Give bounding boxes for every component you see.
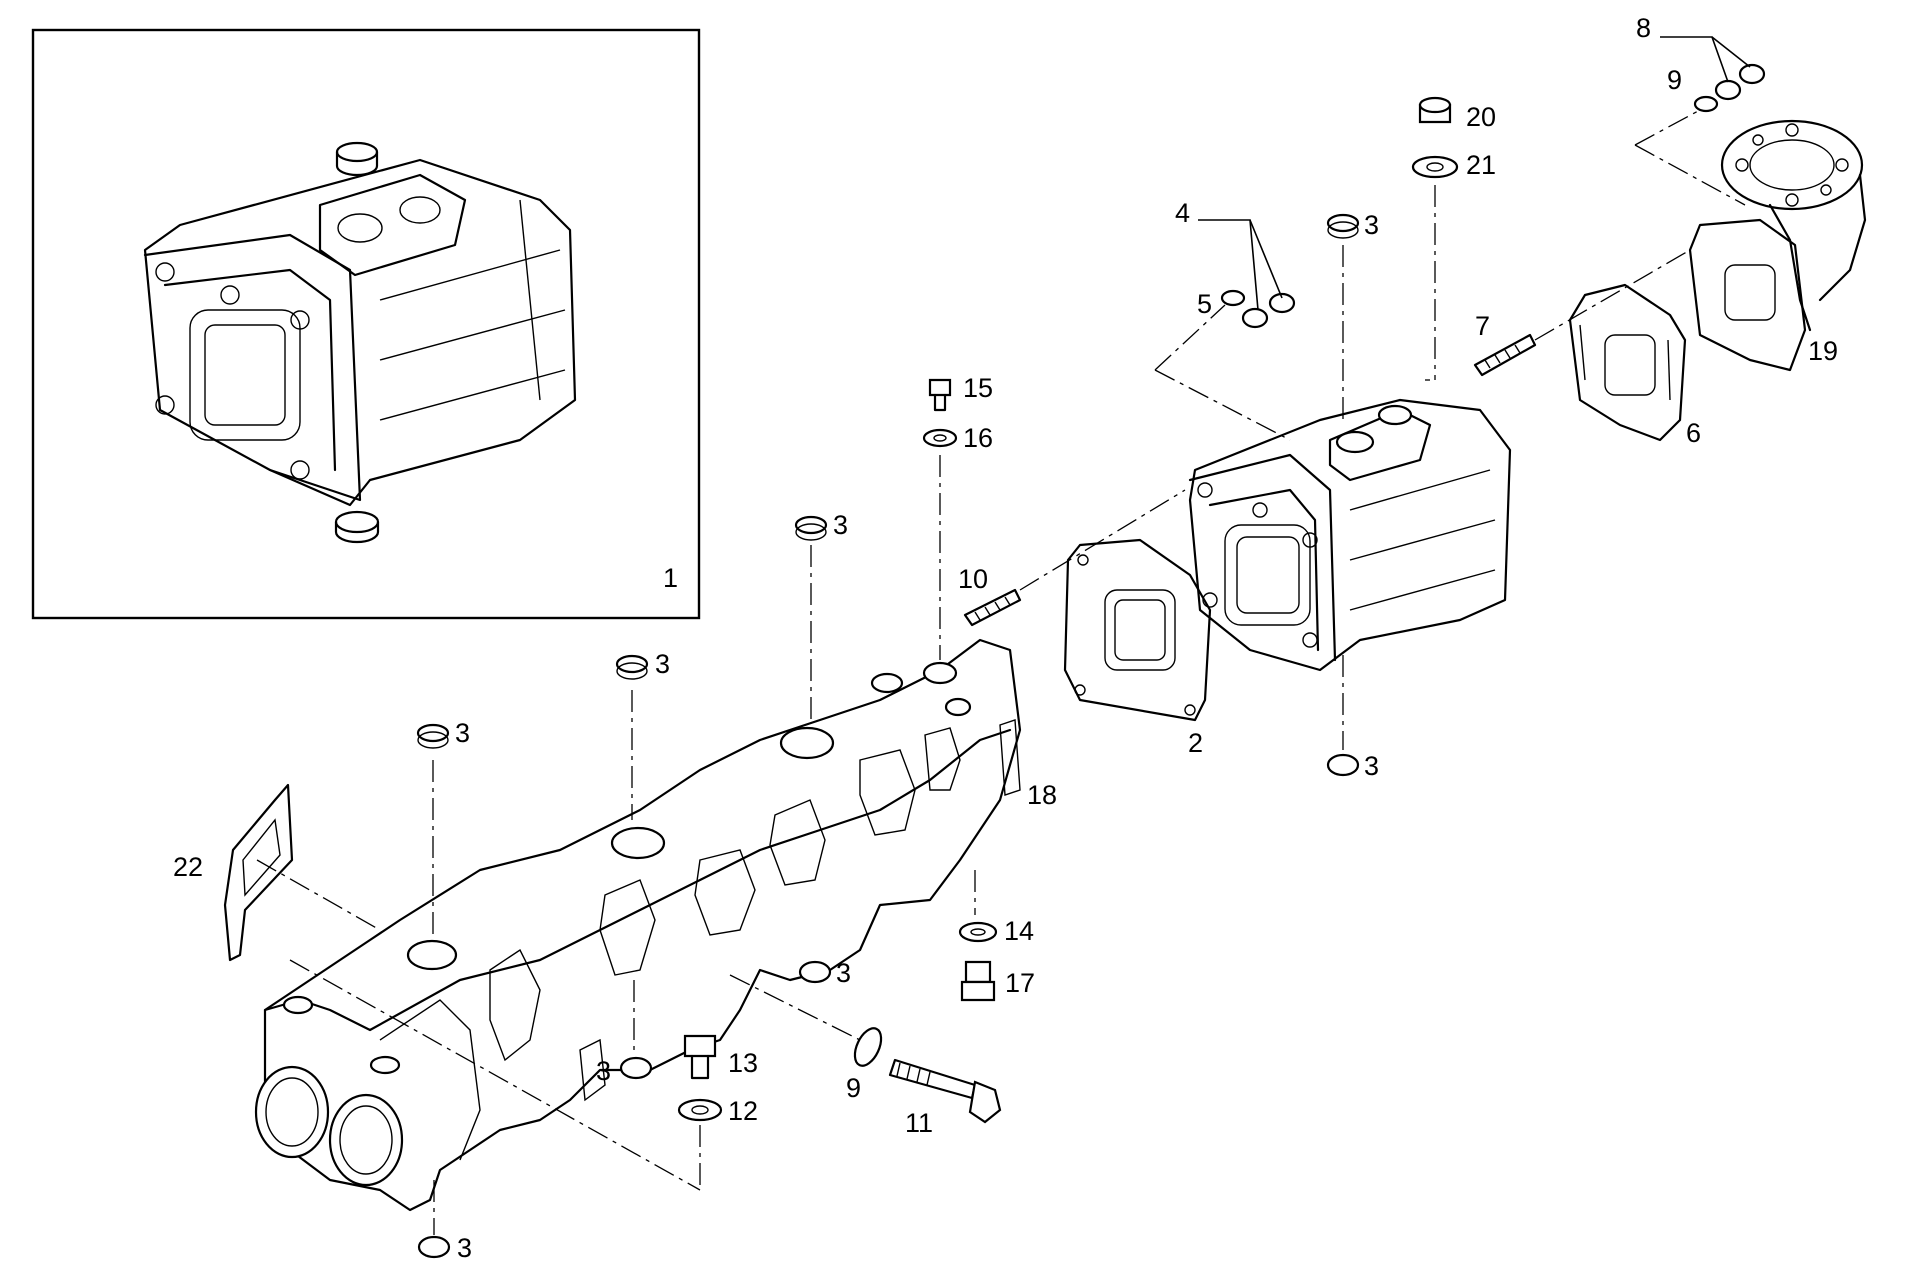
label-22: 22: [173, 852, 203, 882]
label-13: 13: [728, 1048, 758, 1078]
exhaust-manifold-18: [254, 638, 1022, 1212]
label-7: 7: [1475, 311, 1490, 341]
plug-20: [1418, 96, 1452, 124]
washer-5: [1220, 289, 1246, 307]
washer-16: [922, 428, 958, 448]
outlet-port-left: [254, 1065, 330, 1159]
label-16: 16: [963, 423, 993, 453]
outlet-port-right: [328, 1093, 404, 1187]
label-3-d: 3: [1364, 210, 1379, 240]
label-2: 2: [1188, 728, 1203, 758]
plug-3-c: [794, 515, 828, 541]
label-17: 17: [1005, 968, 1035, 998]
gasket-19: [1688, 218, 1807, 372]
label-18: 18: [1027, 780, 1057, 810]
label-9-upper: 9: [1667, 65, 1682, 95]
washer-14: [958, 921, 998, 943]
label-8: 8: [1636, 13, 1651, 43]
part-labels: 1 2 3 3 3 3 3 3 3 3 4 5 6 7 8 9 9 10 11 …: [173, 13, 1838, 1263]
stud-10: [963, 588, 1022, 627]
washer-9-lower: [853, 1027, 883, 1067]
gasket-2: [1063, 538, 1212, 722]
inset-assembly-1: [31, 28, 701, 620]
label-20: 20: [1466, 102, 1496, 132]
plug-3-h: [417, 1235, 451, 1259]
label-5: 5: [1197, 289, 1212, 319]
bolt-15: [928, 378, 952, 412]
label-3-f: 3: [836, 958, 851, 988]
label-3-c: 3: [833, 510, 848, 540]
nut-4-b: [1268, 292, 1296, 314]
label-leaders: [1198, 36, 1751, 311]
label-19: 19: [1808, 336, 1838, 366]
exhaust-housing: [1188, 398, 1512, 672]
stud-7: [1473, 333, 1537, 377]
plug-3-e: [1326, 753, 1360, 777]
label-3-h: 3: [457, 1233, 472, 1263]
elbow-flange: [1720, 119, 1867, 332]
plug-top-inset: [335, 141, 379, 177]
bolt-13: [683, 1034, 717, 1080]
gasket-22: [223, 783, 294, 962]
plug-17: [960, 960, 996, 1002]
label-3-e: 3: [1364, 751, 1379, 781]
label-3-g: 3: [596, 1056, 611, 1086]
assembly-center-lines: [256, 109, 1746, 1235]
plug-3-g: [619, 1056, 653, 1080]
gasket-6: [1568, 283, 1687, 442]
label-14: 14: [1004, 916, 1034, 946]
label-4: 4: [1175, 198, 1190, 228]
bolt-11: [888, 1058, 1002, 1124]
washer-9-upper: [1693, 95, 1719, 113]
washer-12: [677, 1098, 723, 1122]
label-10: 10: [958, 564, 988, 594]
plug-3-a: [416, 723, 450, 749]
label-21: 21: [1466, 150, 1496, 180]
plug-3-f: [798, 960, 832, 984]
plug-bottom-inset: [334, 510, 380, 544]
label-12: 12: [728, 1096, 758, 1126]
label-1: 1: [663, 563, 678, 593]
label-3-b: 3: [655, 649, 670, 679]
nut-4-a: [1241, 307, 1269, 329]
nut-8-b: [1738, 63, 1766, 85]
label-11: 11: [905, 1108, 933, 1138]
plug-3-b: [615, 654, 649, 680]
nut-8-a: [1714, 79, 1742, 101]
label-3-a: 3: [455, 718, 470, 748]
label-9-lower: 9: [846, 1073, 861, 1103]
washer-21: [1411, 155, 1459, 179]
label-15: 15: [963, 373, 993, 403]
label-6: 6: [1686, 418, 1701, 448]
plug-3-d: [1326, 213, 1360, 239]
